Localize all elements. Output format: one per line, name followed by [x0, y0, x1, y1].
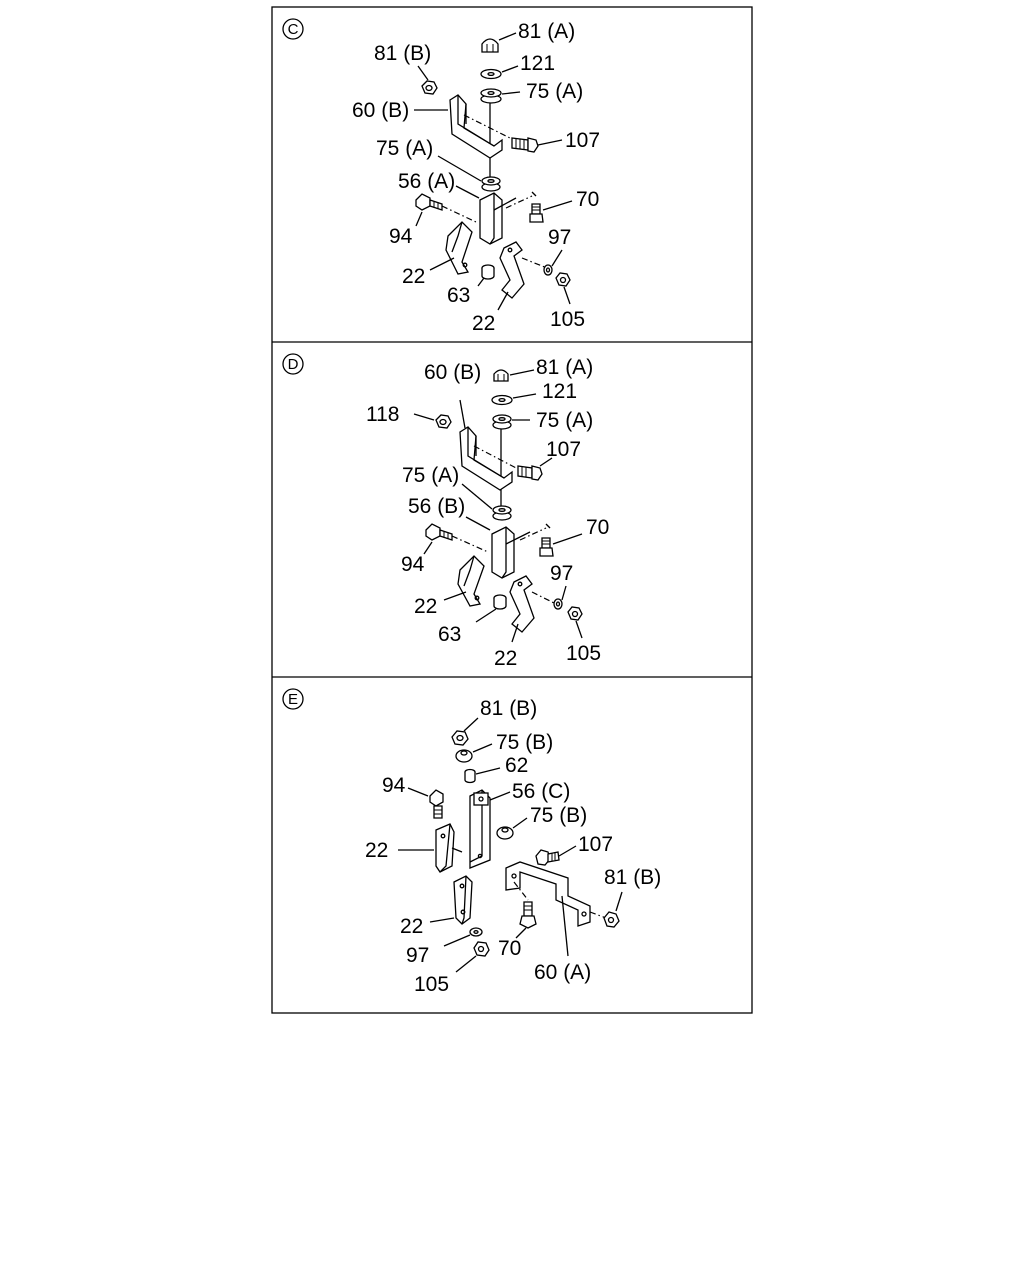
panel-marker-circle	[282, 18, 304, 40]
bushing-75b-mid	[496, 826, 514, 840]
clamp-22-right	[509, 575, 557, 633]
label-63: 63	[447, 284, 470, 307]
label-94: 94	[401, 553, 425, 576]
label-75a-bottom: 75 (A)	[376, 137, 433, 160]
clamp-22-right	[499, 241, 553, 299]
label-81a: 81 (A)	[536, 356, 593, 379]
label-56a: 56 (A)	[398, 170, 455, 193]
label-75a-top: 75 (A)	[536, 409, 593, 432]
hex-nut-81b-right	[603, 911, 620, 928]
bracket-56c	[469, 789, 491, 869]
label-70: 70	[586, 516, 609, 539]
acorn-nut-81a	[481, 38, 499, 53]
hex-nut-118	[435, 414, 452, 429]
label-105: 105	[566, 642, 601, 665]
bolt-70	[529, 203, 544, 223]
bushing-75a-bottom	[492, 505, 512, 521]
label-22-lower: 22	[400, 915, 423, 938]
washer-121	[480, 68, 502, 80]
label-22-left: 22	[414, 595, 437, 618]
collar-63	[481, 264, 495, 280]
label-97: 97	[548, 226, 571, 249]
diagram-frame	[271, 6, 753, 1014]
washer-97	[469, 927, 483, 937]
clamp-22-lower	[453, 875, 473, 925]
hex-nut-105	[473, 941, 490, 957]
panel-e: E 81 (B) 75 (B) 62 94	[282, 688, 661, 996]
label-75a-top: 75 (A)	[526, 80, 583, 103]
washer-97	[553, 598, 563, 610]
label-70: 70	[498, 937, 521, 960]
label-107: 107	[565, 129, 600, 152]
label-107: 107	[546, 438, 581, 461]
hex-nut-81b-top	[451, 730, 469, 746]
label-60b: 60 (B)	[352, 99, 409, 122]
bolt-94	[415, 193, 477, 223]
label-81b-right: 81 (B)	[604, 866, 661, 889]
label-81b-top: 81 (B)	[480, 697, 537, 720]
label-75b-mid: 75 (B)	[530, 804, 587, 827]
bracket-56a	[479, 191, 537, 245]
bracket-60b	[449, 94, 515, 159]
clamp-22-left	[457, 555, 485, 607]
bushing-75a-bottom	[481, 176, 501, 192]
collar-63	[493, 594, 507, 610]
label-105: 105	[550, 308, 585, 331]
label-62: 62	[505, 754, 528, 777]
panel-marker: E	[288, 691, 298, 708]
label-94: 94	[389, 225, 413, 248]
washer-121	[491, 394, 513, 406]
label-22-right: 22	[472, 312, 495, 335]
washer-97	[543, 264, 553, 276]
label-81a: 81 (A)	[518, 20, 575, 43]
label-70: 70	[576, 188, 599, 211]
hex-nut-105	[555, 272, 571, 287]
bracket-56b	[491, 523, 551, 579]
panel-marker: C	[288, 21, 299, 38]
bolt-94	[425, 523, 489, 553]
bushing-75a-top	[480, 88, 502, 104]
label-60a: 60 (A)	[534, 961, 591, 984]
clamp-22-upper	[435, 823, 463, 873]
panel-d: D 81 (A) 121 75 (A) 60 (B)	[282, 353, 609, 670]
label-94: 94	[382, 774, 406, 797]
bracket-60b	[459, 426, 521, 491]
label-56b: 56 (B)	[408, 495, 465, 518]
panel-c: C 81 (A) 121 75 (A) 81 (B)	[282, 18, 600, 335]
label-22-upper: 22	[365, 839, 388, 862]
label-22-right: 22	[494, 647, 517, 670]
bushing-75b-top	[455, 749, 473, 763]
label-60b: 60 (B)	[424, 361, 481, 384]
hex-nut-105	[567, 606, 583, 621]
clamp-22-left	[445, 221, 473, 275]
acorn-nut-81a	[493, 369, 509, 382]
bolt-70	[513, 881, 537, 929]
label-105: 105	[414, 973, 449, 996]
bolt-94	[429, 789, 444, 819]
bracket-60a	[505, 861, 607, 927]
panel-marker-circle	[282, 688, 304, 710]
label-75b-top: 75 (B)	[496, 731, 553, 754]
bolt-107	[535, 849, 560, 866]
bushing-75a-top	[492, 414, 512, 430]
label-121: 121	[542, 380, 577, 403]
label-97: 97	[406, 944, 429, 967]
label-81b: 81 (B)	[374, 42, 431, 65]
hex-nut-81b	[421, 80, 438, 95]
collar-62	[464, 768, 476, 784]
label-118: 118	[366, 403, 399, 426]
label-107: 107	[578, 833, 613, 856]
label-22-left: 22	[402, 265, 425, 288]
label-121: 121	[520, 52, 555, 75]
label-56c: 56 (C)	[512, 780, 570, 803]
bolt-70	[539, 537, 554, 557]
bolt-107	[511, 137, 539, 153]
bolt-107	[517, 465, 543, 481]
label-75a-bottom: 75 (A)	[402, 464, 459, 487]
label-97: 97	[550, 562, 573, 585]
label-63: 63	[438, 623, 461, 646]
panel-marker-circle	[282, 353, 304, 375]
panel-marker: D	[288, 356, 299, 373]
